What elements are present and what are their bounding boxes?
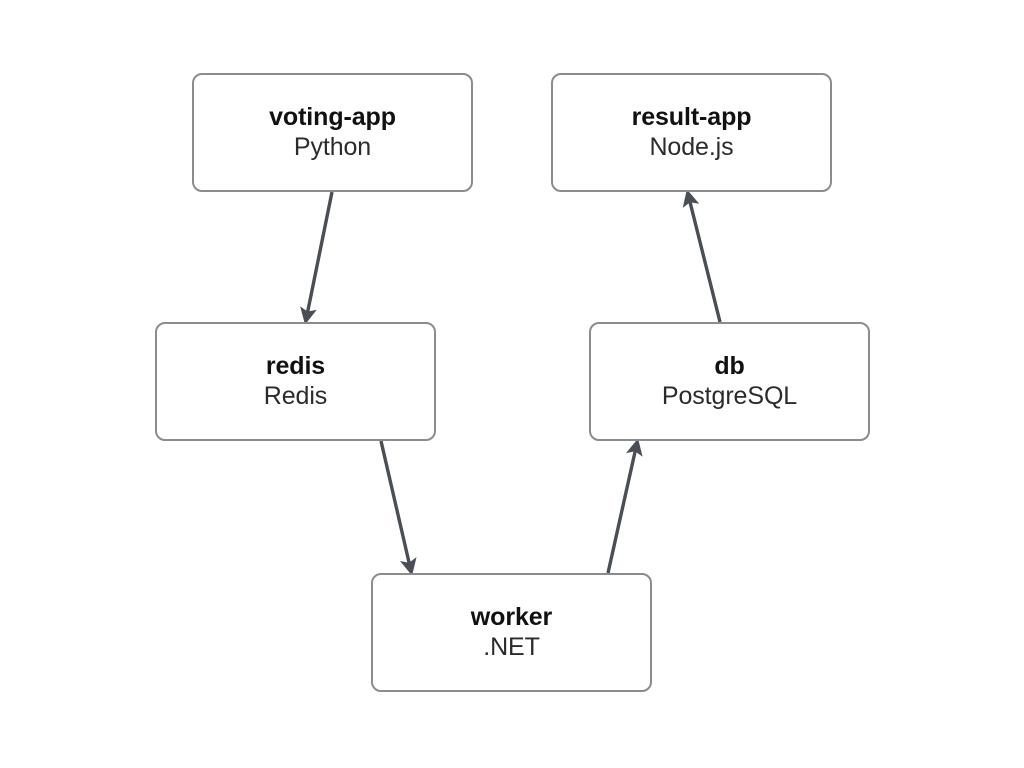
node-result-app[interactable]: result-app Node.js <box>551 73 832 192</box>
node-subtitle: Node.js <box>649 132 734 161</box>
edge-voting-app-to-redis <box>300 191 334 325</box>
node-db[interactable]: db PostgreSQL <box>589 322 870 441</box>
edge-worker-to-db <box>606 438 643 574</box>
node-voting-app[interactable]: voting-app Python <box>192 73 473 192</box>
node-subtitle: PostgreSQL <box>661 381 798 410</box>
node-title: voting-app <box>269 103 396 131</box>
node-subtitle: Python <box>293 132 372 161</box>
node-title: worker <box>470 603 553 631</box>
node-redis[interactable]: redis Redis <box>155 322 436 441</box>
node-subtitle: .NET <box>483 632 540 661</box>
node-subtitle: Redis <box>263 381 328 410</box>
node-title: result-app <box>631 103 752 131</box>
edge-redis-to-worker <box>379 440 417 576</box>
edge-db-to-result-app <box>682 189 722 323</box>
node-title: db <box>714 352 745 380</box>
node-worker[interactable]: worker .NET <box>371 573 652 692</box>
node-title: redis <box>265 352 326 380</box>
